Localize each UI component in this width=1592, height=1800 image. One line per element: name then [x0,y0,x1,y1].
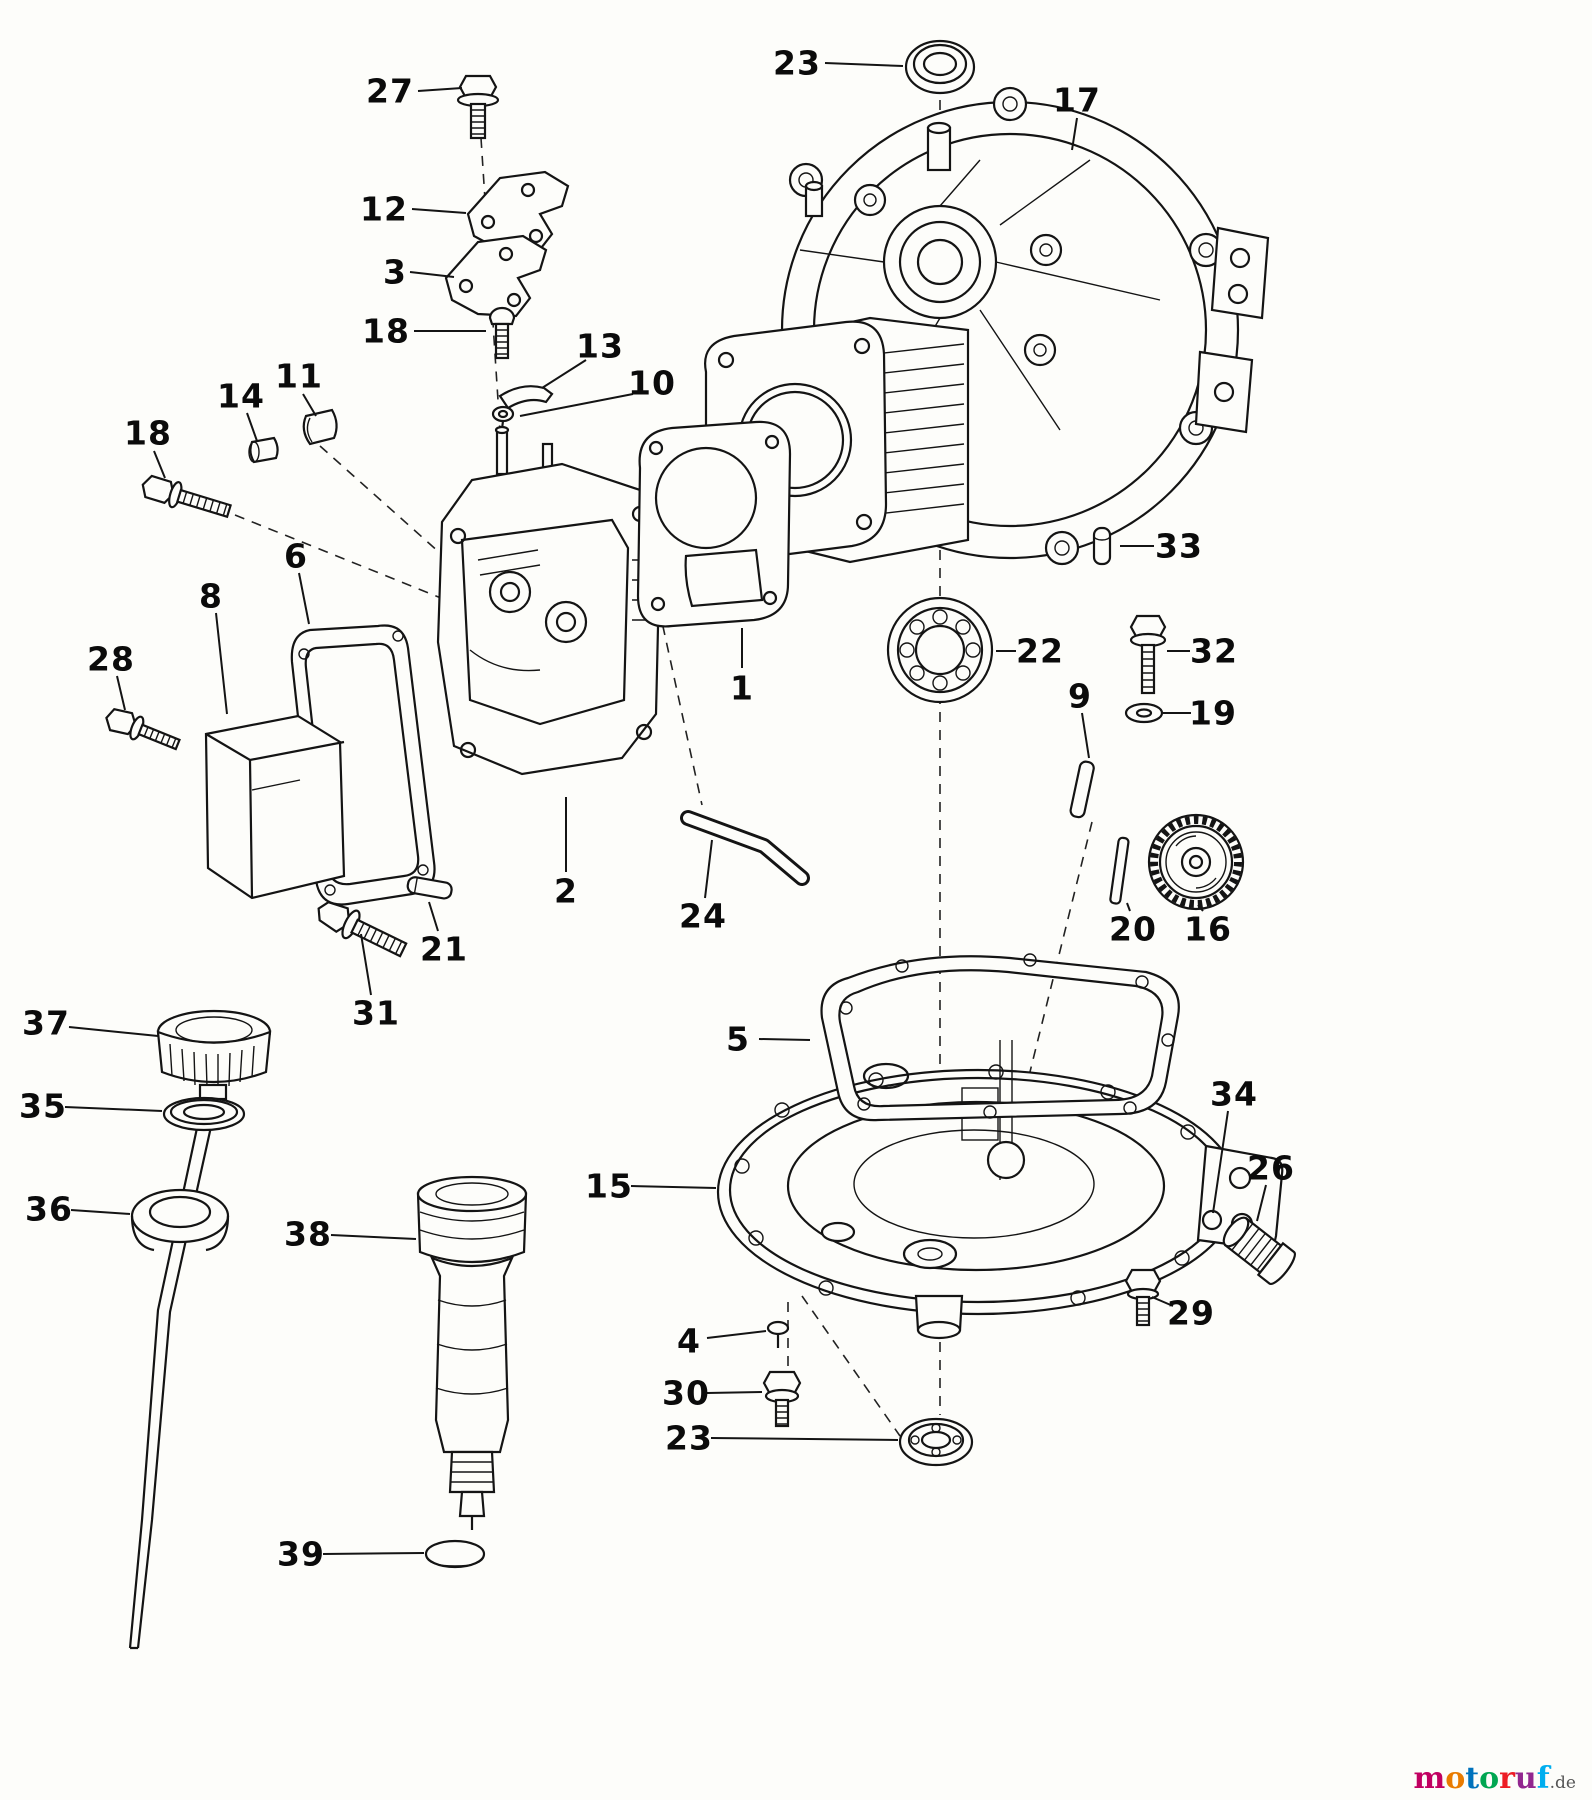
plug-26-drawing [1222,1216,1296,1285]
callout-37: 37 [22,1003,70,1043]
oil-seal-23-bottom-drawing [898,1417,974,1467]
watermark-letter-o2: o [1479,1761,1500,1796]
screw-4-drawing [766,1320,790,1348]
watermark-letter-f: f [1536,1761,1550,1796]
callout-10: 10 [628,363,676,403]
spacer-14-drawing [248,436,279,464]
callout-29: 29 [1167,1293,1215,1333]
callout-9: 9 [1068,676,1092,716]
oil-pan-15-drawing [716,1064,1284,1340]
callout-33: 33 [1155,526,1203,566]
bolt-18-left-drawing [141,474,232,519]
watermark-letter-u: u [1514,1761,1537,1796]
dipstick-assembly-drawing [128,1009,272,1650]
watermark-letter-o1: o [1445,1761,1466,1796]
callout-3: 3 [383,252,407,292]
callout-21: 21 [420,929,468,969]
crankcase-internals-drawing [961,1040,1026,1180]
head-gasket-1-drawing [636,420,792,628]
callout-30: 30 [662,1373,710,1413]
callout-18-left: 18 [124,413,172,453]
callout-5: 5 [726,1019,750,1059]
callout-1: 1 [730,668,754,708]
leader-lines [64,62,1267,1555]
oil-seal-23-top-drawing [904,39,976,95]
callout-36: 36 [25,1189,73,1229]
plug-39-drawing [424,1539,486,1569]
callout-34: 34 [1210,1074,1258,1114]
watermark-motoruf[interactable]: motoruf.de [1413,1764,1576,1794]
watermark-suffix: .de [1549,1773,1576,1793]
governor-shaft-20-drawing [1109,836,1130,905]
callout-2: 2 [554,871,578,911]
callout-19: 19 [1189,693,1237,733]
callout-39: 39 [277,1534,325,1574]
callout-12: 12 [360,189,408,229]
bolt-30-drawing [762,1370,802,1428]
gasket-plate-3-drawing [444,234,548,318]
bolt-29-drawing [1124,1268,1162,1327]
callout-24: 24 [679,896,727,936]
callout-26: 26 [1247,1148,1295,1188]
bolt-32-drawing [1129,614,1167,695]
dowel-pin-33-drawing [1092,526,1112,566]
pin-21-drawing [406,876,453,900]
callout-28: 28 [87,639,135,679]
bolt-28-drawing [105,707,181,751]
ball-34-drawing [1201,1209,1223,1231]
ball-bearing-22-drawing [886,596,994,704]
callout-6: 6 [284,536,308,576]
callout-22: 22 [1016,631,1064,671]
oil-pan-gasket-5-drawing [820,953,1180,1122]
screw-18-top-drawing [488,306,516,360]
governor-gear-16-drawing [1147,813,1245,911]
callout-11: 11 [275,356,323,396]
cap-11-drawing [302,408,338,446]
bolt-27-drawing [456,74,500,140]
bolt-31-drawing [317,901,408,958]
callout-4: 4 [677,1321,701,1361]
cylinder-head-2-drawing [436,425,662,776]
callout-14: 14 [217,376,265,416]
watermark-letter-m: m [1413,1761,1446,1796]
callout-35: 35 [19,1086,67,1126]
callout-27: 27 [366,71,414,111]
callout-23-bottom: 23 [665,1418,713,1458]
oil-filler-tube-38-drawing [416,1175,528,1530]
callout-23-top: 23 [773,43,821,83]
callout-31: 31 [352,993,400,1033]
callout-13: 13 [576,326,624,366]
valve-cover-8-drawing [204,714,346,900]
pin-9-drawing [1069,760,1095,819]
watermark-letter-t: t [1465,1761,1480,1796]
washer-19-drawing [1124,702,1164,724]
breather-plate-13-drawing [498,385,554,410]
watermark-letter-r: r [1499,1761,1515,1796]
callout-8: 8 [199,576,223,616]
callout-18-top: 18 [362,311,410,351]
callout-17: 17 [1053,80,1101,120]
callout-15: 15 [585,1166,633,1206]
valve-cover-gasket-6-drawing [290,624,436,906]
oil-pipe-24-drawing [680,810,810,886]
callout-38: 38 [284,1214,332,1254]
callout-20: 20 [1109,909,1157,949]
callout-32: 32 [1190,631,1238,671]
callout-16: 16 [1184,909,1232,949]
